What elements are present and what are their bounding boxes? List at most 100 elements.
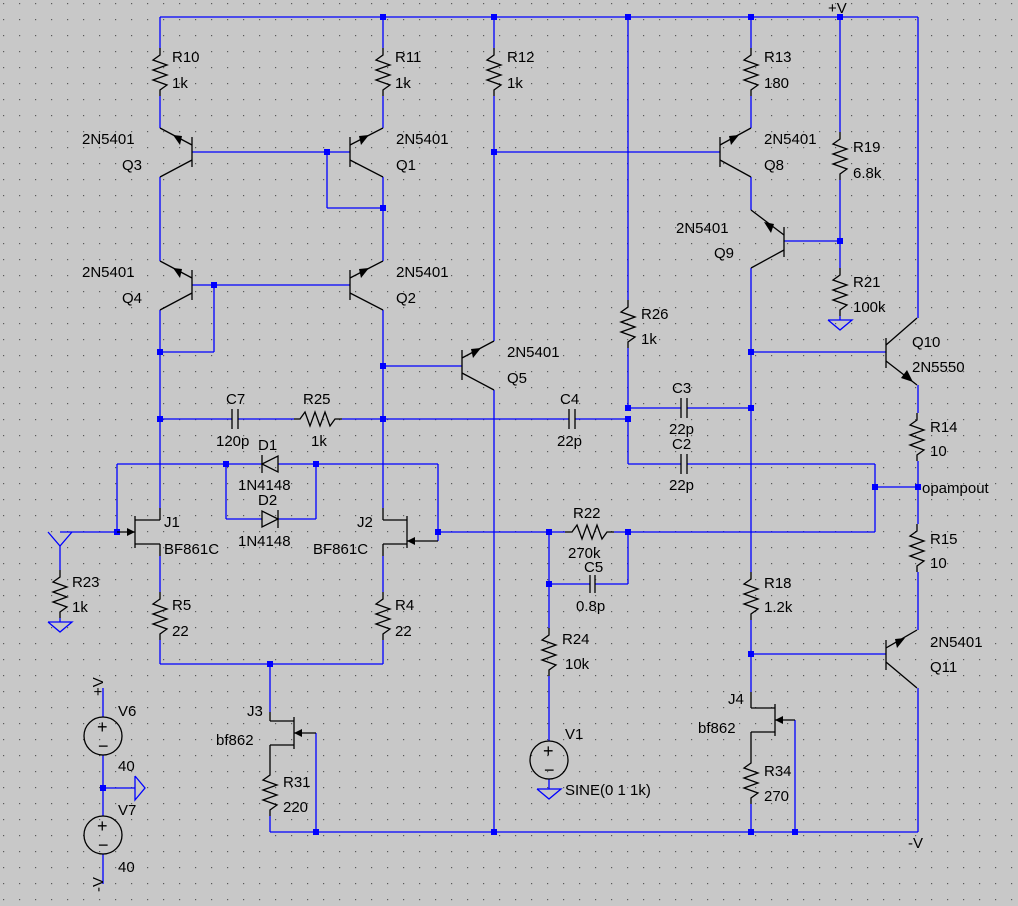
- junction-dot: [157, 349, 163, 355]
- jfet-j4[interactable]: J4 bf862: [698, 691, 795, 756]
- q11-name: Q11: [930, 659, 957, 676]
- voltage-source-v1[interactable]: + − V1 SINE(0 1 1k): [529, 726, 651, 799]
- r4-value: 22: [395, 623, 412, 640]
- resistor-r15[interactable]: R15 10: [908, 524, 958, 572]
- d1-model: 1N4148: [238, 477, 291, 494]
- r25-name: R25: [303, 391, 331, 408]
- d2-model: 1N4148: [238, 533, 291, 550]
- r18-value: 1.2k: [764, 599, 793, 616]
- resistor-r31[interactable]: R31 220: [261, 768, 311, 816]
- diode-d2[interactable]: D2 1N4148: [238, 492, 291, 550]
- resistor-r18[interactable]: R18 1.2k: [742, 572, 793, 620]
- wires: [59, 16, 919, 884]
- v7-name: V7: [118, 802, 136, 819]
- transistor-q11[interactable]: 2N5401 Q11: [885, 629, 983, 689]
- junction-dot: [324, 149, 330, 155]
- r34-value: 270: [764, 788, 789, 805]
- c4-value: 22p: [557, 433, 582, 450]
- capacitor-c2[interactable]: C2 22p: [669, 436, 694, 494]
- r14-name: R14: [930, 419, 958, 436]
- transistor-q2[interactable]: 2N5401 Q2: [349, 260, 449, 311]
- transistor-q8[interactable]: 2N5401 Q8: [719, 127, 817, 178]
- jfet-j2[interactable]: J2 BF861C: [313, 508, 438, 558]
- v6-name: V6: [118, 703, 136, 720]
- r5-value: 22: [172, 623, 189, 640]
- transistor-q5[interactable]: 2N5401 Q5: [461, 340, 560, 391]
- q10-name: Q10: [912, 334, 940, 351]
- net-label-vplus-top: +V: [828, 0, 847, 17]
- q10-model: 2N5550: [912, 359, 965, 376]
- r13-name: R13: [764, 49, 792, 66]
- junction-dot: [491, 14, 497, 20]
- r14-value: 10: [930, 443, 947, 460]
- r23-value: 1k: [72, 599, 88, 616]
- r34-name: R34: [764, 763, 792, 780]
- jfet-j1[interactable]: J1 BF861C: [117, 508, 219, 558]
- resistor-r23[interactable]: R23 1k: [51, 570, 100, 618]
- resistor-r26[interactable]: R26 1k: [619, 300, 669, 348]
- q4-model: 2N5401: [82, 264, 135, 281]
- junction-dot: [546, 581, 552, 587]
- junction-dot: [157, 416, 163, 422]
- resistor-r12[interactable]: R12 1k: [485, 48, 535, 96]
- q2-name: Q2: [396, 290, 416, 307]
- transistor-q10[interactable]: Q10 2N5550: [885, 317, 965, 386]
- voltage-source-v7[interactable]: + − V7 40: [83, 802, 136, 876]
- resistor-r34[interactable]: R34 270: [742, 756, 792, 805]
- junction-dot: [837, 238, 843, 244]
- resistor-r24[interactable]: R24 10k: [540, 628, 590, 676]
- r22-name: R22: [573, 505, 601, 522]
- r15-value: 10: [930, 555, 947, 572]
- net-label-vplus-v6: +V: [90, 677, 107, 696]
- junction-dot: [380, 363, 386, 369]
- resistor-r5[interactable]: R5 22: [151, 592, 191, 640]
- junction-dot: [748, 829, 754, 835]
- transistor-q3[interactable]: 2N5401 Q3: [82, 127, 193, 178]
- resistor-r19[interactable]: R19 6.8k: [831, 132, 882, 182]
- q1-name: Q1: [396, 157, 416, 174]
- resistor-r13[interactable]: R13 180: [742, 48, 792, 96]
- v1-minus-sign: −: [544, 760, 555, 780]
- voltage-source-v6[interactable]: + − V6 40: [83, 703, 136, 775]
- junction-dot: [313, 829, 319, 835]
- resistor-r11[interactable]: R11 1k: [374, 48, 421, 96]
- c5-name: C5: [584, 559, 603, 576]
- capacitor-c5[interactable]: C5 0.8p: [576, 559, 605, 615]
- capacitor-c3[interactable]: C3 22p: [669, 380, 694, 438]
- transistor-q9[interactable]: 2N5401 Q9: [676, 209, 785, 269]
- ground-symbol-r21: [827, 319, 854, 331]
- r22-value: 270k: [568, 545, 601, 562]
- junction-dot: [748, 651, 754, 657]
- q1-model: 2N5401: [396, 131, 449, 148]
- capacitor-c4[interactable]: C4 22p: [557, 391, 582, 450]
- transistor-q4[interactable]: 2N5401 Q4: [82, 260, 193, 311]
- r10-value: 1k: [172, 75, 188, 92]
- resistor-r4[interactable]: R4 22: [374, 592, 414, 640]
- resistor-r14[interactable]: R14 10: [908, 413, 958, 461]
- v7-plus-sign: +: [97, 816, 108, 836]
- diode-d1[interactable]: D1 1N4148: [238, 437, 291, 494]
- transistor-q1[interactable]: 2N5401 Q1: [349, 127, 449, 178]
- net-label-opampout: opampout: [922, 480, 990, 497]
- resistor-r25[interactable]: R25 1k: [294, 391, 342, 450]
- junction-dot: [748, 405, 754, 411]
- resistor-r22[interactable]: R22 270k: [565, 505, 614, 562]
- r31-name: R31: [283, 774, 311, 791]
- junction-dot: [546, 529, 552, 535]
- capacitor-c7[interactable]: C7 120p: [216, 391, 249, 450]
- junction-dot: [625, 416, 631, 422]
- q8-name: Q8: [764, 157, 784, 174]
- jfet-j3[interactable]: J3 bf862: [216, 703, 316, 768]
- resistor-r21[interactable]: R21 100k: [831, 268, 886, 316]
- junction-dot: [915, 484, 921, 490]
- r12-value: 1k: [507, 75, 523, 92]
- q5-name: Q5: [507, 370, 527, 387]
- r23-name: R23: [72, 574, 100, 591]
- r19-value: 6.8k: [853, 165, 882, 182]
- q2-model: 2N5401: [396, 264, 449, 281]
- junction-dot: [837, 14, 843, 20]
- r21-name: R21: [853, 274, 881, 291]
- resistor-r10[interactable]: R10 1k: [151, 48, 200, 96]
